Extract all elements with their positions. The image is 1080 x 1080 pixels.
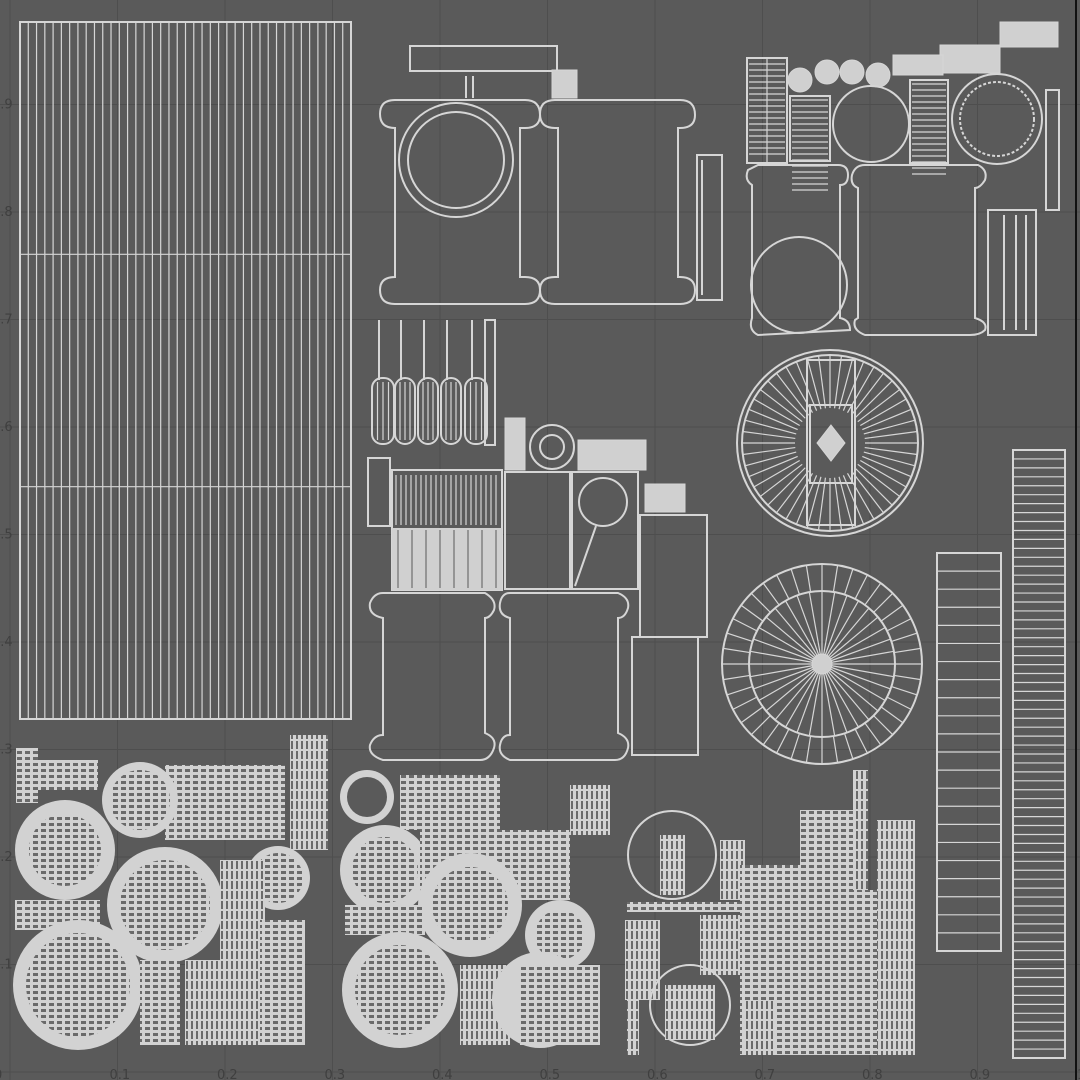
v-axis-label: 0.2 <box>0 850 13 865</box>
v-axis-label: 0.9 <box>0 98 13 113</box>
u-axis-label: 0.3 <box>325 1068 346 1080</box>
uv-island-right-ladder-b[interactable] <box>1012 449 1066 1059</box>
uv-island-group-middle[interactable] <box>367 319 708 761</box>
uv-island-group-bottom-right[interactable] <box>625 770 915 1055</box>
uv-island-tall-strip[interactable] <box>19 21 352 720</box>
u-axis-label: 0.9 <box>970 1068 991 1080</box>
v-axis-label: 0.1 <box>0 958 13 973</box>
uv-island-group-top-right[interactable] <box>745 21 1060 337</box>
u-axis-label: 0 <box>0 1068 2 1080</box>
u-axis-label: 0.2 <box>217 1068 238 1080</box>
uv-island-group-bottom-left[interactable] <box>13 735 328 1050</box>
v-axis-label: 0.3 <box>0 743 13 758</box>
u-axis-label: 0.7 <box>755 1068 776 1080</box>
uv-island-right-ladder-a[interactable] <box>936 552 1002 952</box>
uv-island-disc-top[interactable] <box>736 349 924 537</box>
v-axis-label: 0.7 <box>0 313 13 328</box>
u-axis-label: 0.8 <box>862 1068 883 1080</box>
u-axis-label: 0.5 <box>540 1068 561 1080</box>
v-axis-label: 0.6 <box>0 420 13 435</box>
u-axis-label: 0.1 <box>110 1068 131 1080</box>
v-axis-label: 0.4 <box>0 635 13 650</box>
v-axis-label: 0.5 <box>0 528 13 543</box>
u-axis-label: 0.6 <box>647 1068 668 1080</box>
axis-labels: 0 0.1 0.2 0.3 0.4 0.5 0.6 0.7 0.8 0.9 1 0.1 0.2 0.3 0.… <box>0 98 1080 1080</box>
u-axis-label: 0.4 <box>432 1068 453 1080</box>
uv-island-group-top-center[interactable] <box>378 45 723 305</box>
u-axis-label: 1 <box>1077 1068 1080 1080</box>
v-axis-label: 0.8 <box>0 205 13 220</box>
uv-island-disc-bottom[interactable] <box>721 563 923 765</box>
uv-island-group-bottom-middle[interactable] <box>340 770 610 1048</box>
